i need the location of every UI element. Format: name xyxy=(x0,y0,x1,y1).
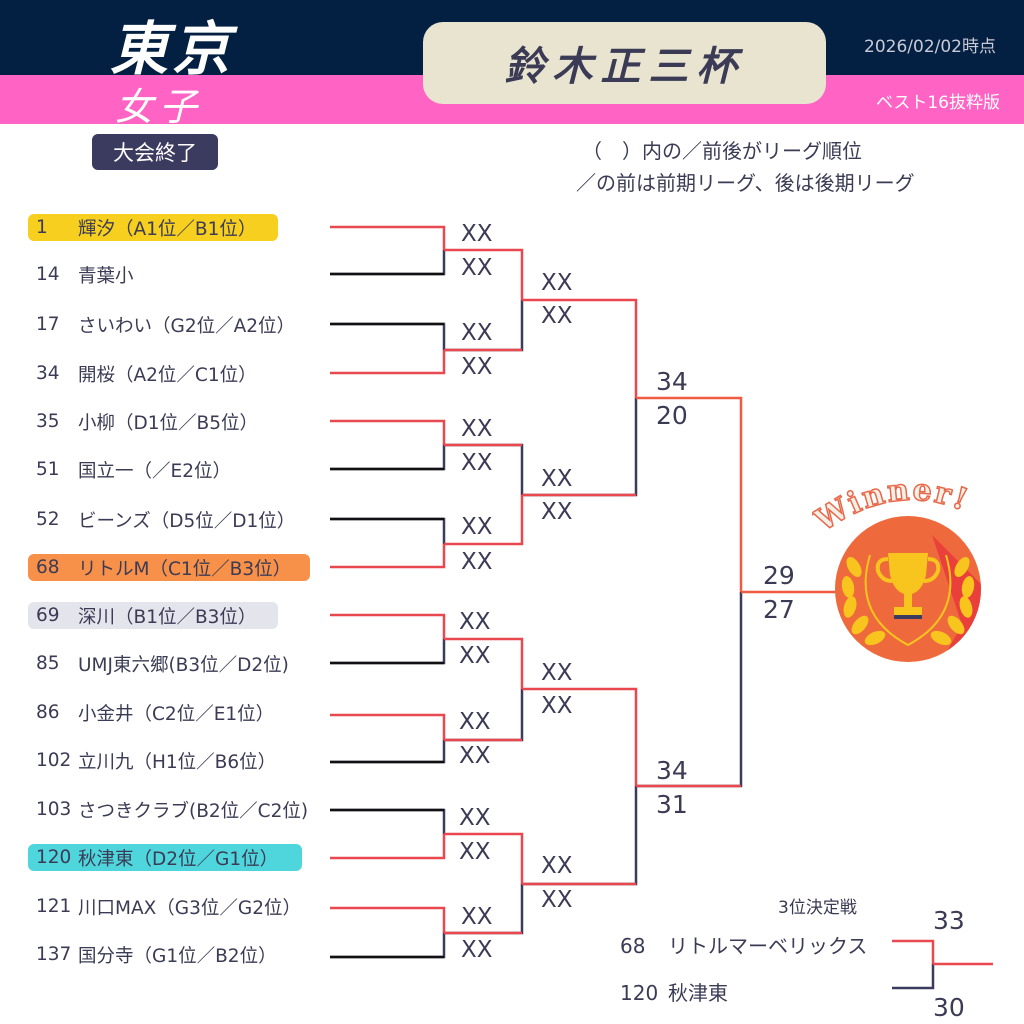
score: XX xyxy=(541,853,573,879)
third-place-score: 33 xyxy=(933,906,965,935)
score: XX xyxy=(541,499,573,525)
score: XX xyxy=(461,320,493,346)
edition-label: ベスト16抜粋版 xyxy=(876,93,1000,113)
score: XX xyxy=(541,303,573,329)
score: XX xyxy=(461,221,493,247)
winner-trophy-icon: Winner! xyxy=(812,475,981,662)
score: XX xyxy=(461,514,493,540)
score: XX xyxy=(541,466,573,492)
cup-title: 鈴木正三杯 xyxy=(504,44,745,90)
score: 34 xyxy=(656,756,688,785)
score: XX xyxy=(459,643,491,669)
note-line-1: （ ）内の／前後がリーグ順位 xyxy=(582,139,862,163)
score: XX xyxy=(461,416,493,442)
category-label: 女子 xyxy=(115,85,204,129)
final-score: 29 xyxy=(763,561,795,590)
score: XX xyxy=(461,904,493,930)
score: XX xyxy=(459,839,491,865)
score: 20 xyxy=(656,401,688,430)
cup-title-box: 鈴木正三杯 xyxy=(423,22,826,104)
region-title: 東京 xyxy=(110,15,235,83)
score: XX xyxy=(461,354,493,380)
score: XX xyxy=(541,693,573,719)
score: XX xyxy=(461,450,493,476)
status-badge: 大会終了 xyxy=(92,134,218,170)
score: XX xyxy=(461,549,493,575)
score: XX xyxy=(541,270,573,296)
score: XX xyxy=(541,887,573,913)
score: XX xyxy=(459,805,491,831)
score: XX xyxy=(459,609,491,635)
score: XX xyxy=(459,743,491,769)
final-score: 27 xyxy=(763,595,795,624)
as-of-date: 2026/02/02時点 xyxy=(864,37,996,57)
third-place-title: 3位決定戦 xyxy=(778,898,857,918)
score: XX xyxy=(541,660,573,686)
score: XX xyxy=(461,255,493,281)
third-place-score: 30 xyxy=(933,993,965,1022)
score: 34 xyxy=(656,367,688,396)
score: XX xyxy=(461,937,493,963)
score: 31 xyxy=(656,790,688,819)
score: XX xyxy=(459,709,491,735)
note-line-2: ／の前は前期リーグ、後は後期リーグ xyxy=(576,171,915,195)
